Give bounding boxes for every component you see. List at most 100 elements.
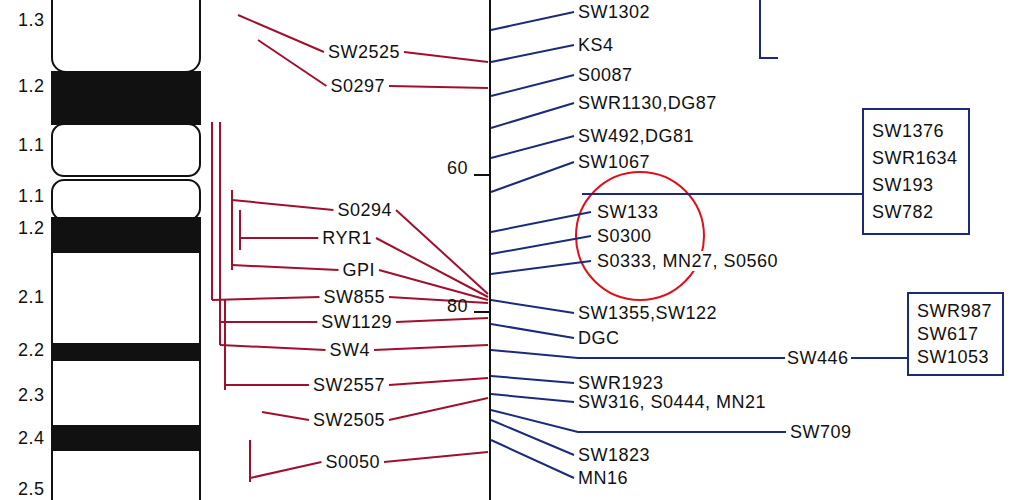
- leader-line: [262, 412, 309, 420]
- marker-label: MN16: [578, 468, 628, 488]
- leader-line: [212, 297, 319, 300]
- axis-value: 80: [447, 296, 468, 316]
- axis-line: [489, 0, 491, 500]
- marker-label: SW1376: [872, 121, 958, 141]
- marker-label: SW1067: [578, 152, 650, 172]
- band-label: 1.1: [18, 186, 45, 206]
- leader-line: [491, 261, 591, 274]
- leader-line: [250, 462, 321, 478]
- band-white: [52, 180, 200, 220]
- band-white: [52, 0, 200, 72]
- marker-label: SW1355,SW122: [578, 303, 717, 323]
- leader-line: [374, 345, 488, 350]
- band-black: [52, 72, 200, 124]
- marker-label: S0087: [578, 65, 633, 85]
- chromosome-ideogram: [52, 0, 200, 500]
- marker-label: SW316, S0444, MN21: [578, 392, 766, 412]
- marker-label: SW617: [917, 324, 992, 344]
- leader-line: [389, 398, 488, 420]
- band-label: 2.5: [18, 479, 45, 499]
- leader-line: [491, 75, 574, 96]
- marker-label: SW2505: [313, 410, 385, 430]
- marker-box: SW1376SWR1634SW193SW782: [862, 108, 970, 235]
- bracket-line: [211, 122, 213, 300]
- marker-label: SWR1130,DG87: [578, 93, 717, 113]
- band-black: [52, 344, 200, 360]
- band-label: 1.1: [18, 135, 45, 155]
- marker-label: SW446: [785, 348, 851, 368]
- marker-box: SWR987SW617SW1053: [907, 292, 1004, 376]
- band-label: 1.3: [18, 10, 45, 30]
- leader-line: [238, 15, 324, 52]
- bracket-line: [219, 122, 221, 345]
- leader-line: [389, 297, 488, 303]
- marker-label: SW1302: [578, 2, 650, 22]
- highlight-circle: [576, 172, 704, 300]
- leader-line: [240, 237, 318, 239]
- axis-value: 60: [447, 158, 468, 178]
- marker-label: GPI: [342, 260, 375, 280]
- marker-label: SW782: [872, 202, 958, 222]
- band-white: [52, 360, 200, 426]
- marker-label: S0050: [325, 452, 380, 472]
- marker-label: S0333, MN27, S0560: [595, 251, 780, 271]
- marker-label: SW193: [872, 175, 958, 195]
- axis-tick: [474, 174, 490, 176]
- marker-label: RYR1: [322, 228, 372, 248]
- bracket-mark: [760, 0, 778, 58]
- leader-line: [389, 378, 488, 385]
- marker-label: SW133: [595, 202, 661, 222]
- band-white: [52, 124, 200, 176]
- leader-line: [491, 300, 574, 313]
- leader-line: [491, 420, 574, 455]
- marker-label: SW2525: [328, 42, 400, 62]
- leader-line: [220, 321, 317, 323]
- leader-line: [491, 394, 574, 402]
- marker-label: SWR1923: [578, 373, 664, 393]
- map-axis: [474, 0, 490, 500]
- leader-line: [220, 345, 325, 350]
- marker-label: DGC: [578, 328, 620, 348]
- marker-label: SW2557: [313, 375, 385, 395]
- leader-line: [491, 162, 574, 192]
- marker-label: S0300: [595, 226, 654, 246]
- band-label: 2.2: [18, 340, 45, 360]
- leader-line: [491, 103, 574, 128]
- leader-line: [258, 40, 326, 86]
- band-white: [52, 450, 200, 500]
- marker-label: S0294: [337, 200, 392, 220]
- leader-line: [491, 45, 574, 62]
- marker-label: KS4: [578, 35, 614, 55]
- leader-line: [491, 440, 574, 478]
- leader-line: [491, 236, 591, 254]
- band-label: 2.4: [18, 428, 45, 448]
- marker-label: SW4: [329, 340, 370, 360]
- leader-line: [396, 318, 488, 322]
- band-black: [52, 426, 200, 450]
- leader-line: [232, 265, 338, 270]
- bracket-line: [239, 210, 241, 250]
- leader-line: [376, 238, 488, 297]
- band-black: [52, 218, 200, 252]
- marker-label: SW1129: [321, 312, 392, 332]
- cytogenetic-brackets: [212, 122, 250, 482]
- marker-label: SW492,DG81: [578, 126, 694, 146]
- band-label: 2.1: [18, 287, 45, 307]
- marker-label: S0297: [330, 76, 385, 96]
- leader-line: [491, 410, 786, 432]
- band-white: [52, 252, 200, 344]
- leader-line: [491, 324, 574, 338]
- marker-label: SWR987: [917, 301, 992, 321]
- marker-label: SWR1634: [872, 148, 958, 168]
- leader-line: [491, 12, 574, 30]
- band-label: 2.3: [18, 385, 45, 405]
- marker-label: SW1823: [578, 445, 650, 465]
- leader-line: [404, 52, 488, 62]
- band-label: 1.2: [18, 218, 45, 238]
- marker-label: SW855: [323, 287, 385, 307]
- leader-line: [396, 210, 488, 294]
- band-label: 1.2: [18, 76, 45, 96]
- leader-line: [491, 376, 574, 383]
- bracket-line: [231, 190, 233, 270]
